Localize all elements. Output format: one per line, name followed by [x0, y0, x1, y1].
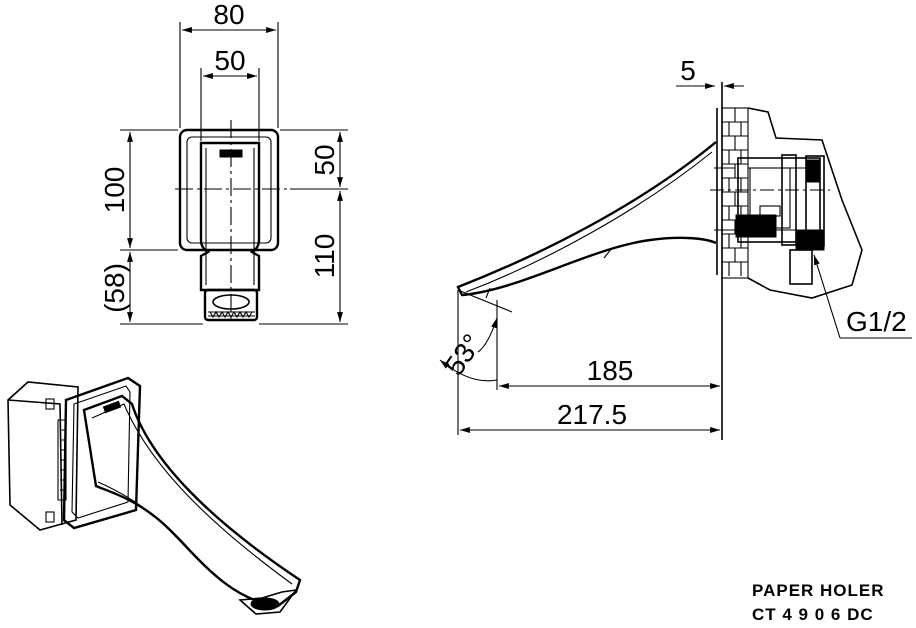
- dim-185-label: 185: [587, 355, 634, 386]
- front-view: 80 50 100 (58) 50 110: [99, 0, 348, 325]
- wall-plate-inner: [186, 136, 272, 244]
- dim-217-label: 217.5: [557, 399, 627, 430]
- spout-body: [199, 141, 261, 292]
- iso-spout: [82, 394, 302, 608]
- spout-profile: [456, 141, 717, 297]
- housing-outline: [747, 107, 863, 299]
- valve-body: [710, 154, 830, 285]
- dim-110-label: 110: [309, 234, 340, 279]
- dim-58-label: (58): [99, 263, 130, 313]
- wall-brick-hatch: [721, 107, 749, 279]
- title-block: PAPER HOLER CT 4 9 0 6 DC: [752, 581, 885, 624]
- wall-plate: [178, 128, 280, 252]
- title-code: CT 4 9 0 6 DC: [752, 605, 874, 624]
- dim-80-label: 80: [213, 0, 244, 30]
- dim-50-v-label: 50: [309, 144, 340, 175]
- thread-label: G1/2: [846, 306, 907, 337]
- dim-100-label: 100: [99, 167, 130, 214]
- title-name: PAPER HOLER: [752, 581, 885, 600]
- side-view: G1/2 5 53° 185 217.5: [438, 55, 912, 440]
- isometric-view: [7, 376, 302, 615]
- dim-5-label: 5: [680, 55, 696, 86]
- dim-angle-label: 53°: [438, 328, 488, 380]
- dim-50-h-label: 50: [214, 45, 245, 76]
